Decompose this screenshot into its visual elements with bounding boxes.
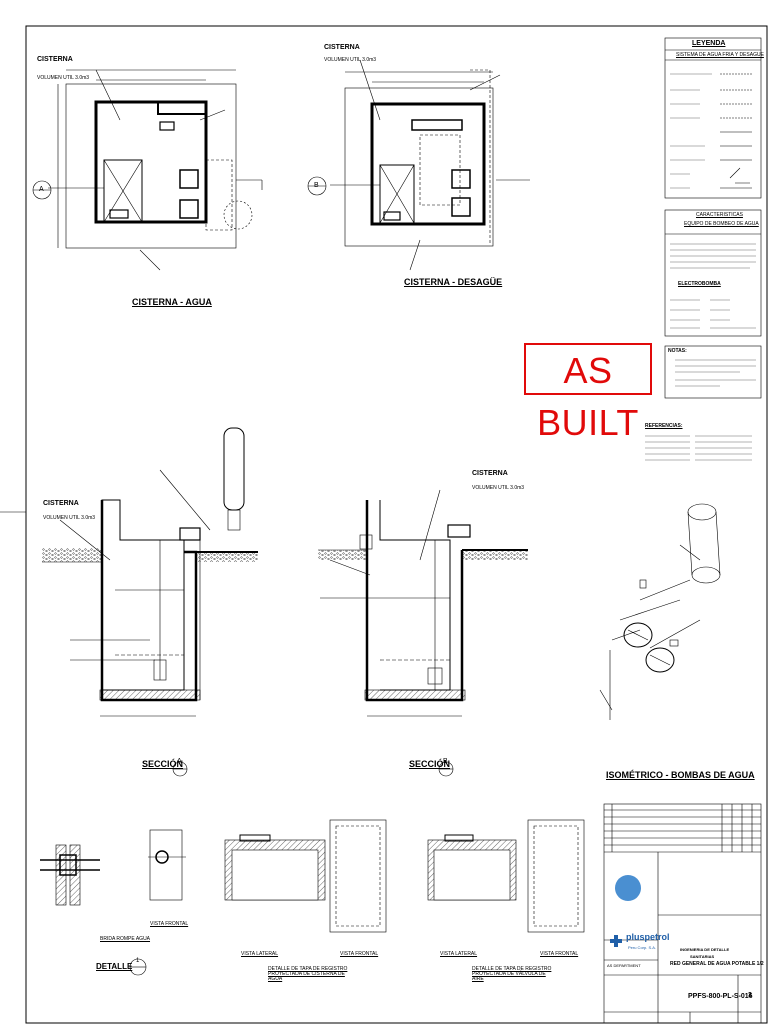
plan-a-section-mark: A [39, 186, 44, 193]
plan-b-drawing [307, 59, 530, 271]
plan-a-drawing [32, 69, 263, 271]
section-b-mark: B [443, 758, 448, 765]
title-line-1: INGENIERIA DE DETALLE [680, 947, 730, 952]
vista-lateral-1-label: VISTA LATERAL [241, 951, 279, 957]
title-block-lines [603, 803, 762, 1024]
plan-b-cistern-label: CISTERNA [324, 44, 360, 51]
revision-number: 3 [748, 992, 752, 999]
drawing-number: PPFS-800-PL-S-016 [688, 993, 753, 1000]
tapa-valvula-label: DETALLE DE TAPA DE REGISTRO PROYECTADA D… [472, 966, 552, 982]
company-name: pluspetrol [626, 932, 670, 942]
plan-b-volume-label: VOLUMEN UTIL 3.0m3 [324, 57, 377, 63]
notes-box [664, 345, 762, 399]
company-logo [610, 875, 641, 947]
electrobomba-label: ELECTROBOMBA [678, 281, 721, 287]
section-a-title: SECCIÓN [142, 759, 184, 769]
section-b-cistern-label: CISTERNA [472, 470, 508, 477]
title-line-3: RED GENERAL DE AGUA POTABLE 1/2 [670, 961, 764, 967]
legend-box [664, 37, 762, 199]
section-a-volume-label: VOLUMEN UTIL 3.0m3 [43, 515, 96, 521]
references-title: REFERENCIAS: [645, 423, 683, 429]
section-a-drawing [42, 427, 258, 777]
plan-a-title: CISTERNA - AGUA [132, 297, 212, 307]
department-label: AS DEPARTMENT [607, 963, 641, 968]
brida-label: BRIDA ROMPE AGUA [100, 936, 151, 942]
vista-lateral-2-label: VISTA LATERAL [440, 951, 478, 957]
plan-a-cistern-label: CISTERNA [37, 56, 73, 63]
references-lines [645, 435, 752, 461]
section-a-cistern-label: CISTERNA [43, 500, 79, 507]
section-b-drawing [318, 489, 528, 777]
tapa-agua-label: DETALLE DE TAPA DE REGISTRO PROYECTADA D… [268, 966, 348, 982]
legend-subtitle: SISTEMA DE AGUA FRIA Y DESAGUE [676, 52, 764, 58]
legend-title: LEYENDA [692, 40, 726, 47]
sheet-border [25, 25, 768, 1024]
detalle-number: 1 [136, 958, 140, 964]
vista-frontal-3-label: VISTA FRONTAL [540, 951, 579, 957]
detalle-title: DETALLE [96, 962, 133, 971]
title-line-2: SANITARIAS [690, 954, 715, 959]
plan-a-volume-label: VOLUMEN UTIL 3.0m3 [37, 75, 90, 81]
characteristics-title: CARACTERISTICAS [696, 212, 743, 218]
characteristics-box [664, 209, 762, 337]
vista-frontal-2-label: VISTA FRONTAL [340, 951, 379, 957]
section-b-volume-label: VOLUMEN UTIL 3.0m3 [472, 485, 525, 491]
isometric-drawing [599, 503, 721, 720]
characteristics-subtitle: EQUIPO DE BOMBEO DE AGUA [684, 221, 759, 227]
plan-b-section-mark: B [314, 182, 319, 189]
notes-title: NOTAS: [668, 348, 687, 354]
section-a-mark: A [177, 758, 182, 765]
company-subname: Peru Corp. S.A. [628, 945, 657, 950]
section-b-title: SECCIÓN [409, 759, 451, 769]
vista-frontal-1-label: VISTA FRONTAL [150, 921, 189, 927]
details-drawings [40, 819, 585, 976]
isometric-title: ISOMÉTRICO - BOMBAS DE AGUA [606, 770, 755, 780]
plan-b-title: CISTERNA - DESAGÜE [404, 277, 503, 287]
as-built-stamp: AS BUILT [524, 343, 652, 443]
